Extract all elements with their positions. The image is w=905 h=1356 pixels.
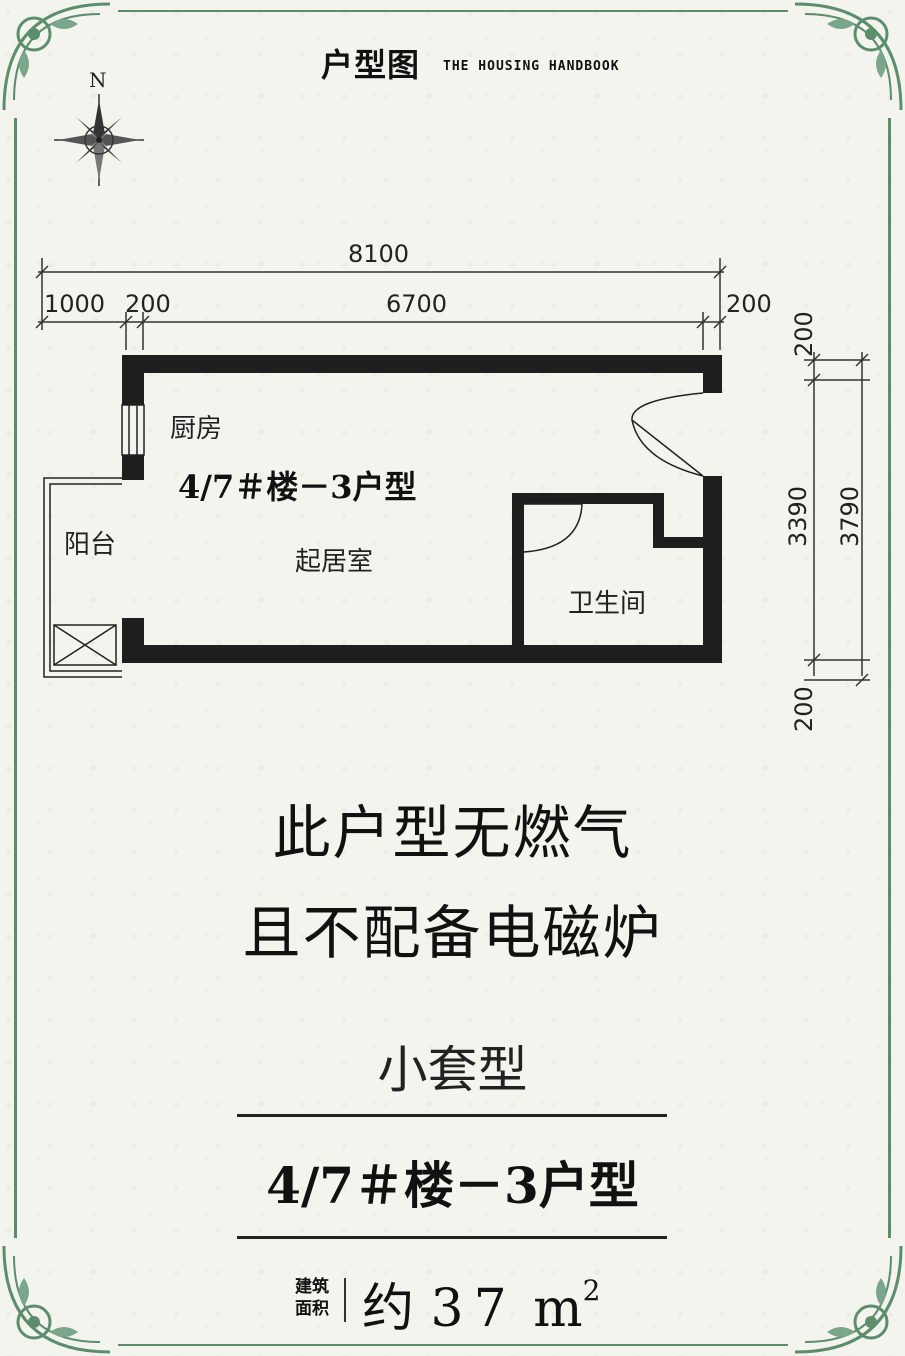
corner-ornament-top-right: [794, 2, 903, 111]
room-label-kitchen: 厨房: [170, 414, 222, 444]
dim-wall-bottom: 200: [790, 686, 818, 732]
vertical-dimensions: [804, 352, 870, 687]
corner-ornament-bottom-left: [2, 1245, 111, 1354]
divider-top: [237, 1114, 667, 1117]
unit-type-label: 小套型: [377, 1041, 528, 1099]
frame-right-line: [888, 118, 891, 1238]
dim-wall-top: 200: [790, 311, 818, 357]
divider-bottom: [237, 1236, 667, 1239]
room-label-living-room: 起居室: [295, 547, 373, 577]
balcony-outline: [43, 477, 122, 678]
area-prefix: 约: [362, 1279, 415, 1339]
room-label-balcony: 阳台: [64, 530, 116, 560]
area-caption-line-1: 建筑: [295, 1277, 329, 1297]
floor-plan-drawing: 8100 1000 200 6700 200 200 3390 3790 200: [35, 240, 870, 732]
corner-ornament-top-left: [2, 2, 111, 111]
dim-left-segment: 1000: [44, 290, 105, 318]
entrance-door: [631, 392, 704, 477]
dim-inner-width: 6700: [386, 290, 447, 318]
notice-line-1: 此户型无燃气: [272, 799, 633, 867]
dim-total-width: 8100: [348, 240, 409, 268]
horizontal-dimensions: [35, 258, 727, 350]
frame-bottom-line: [118, 1344, 788, 1346]
dim-total-depth: 3790: [836, 486, 864, 547]
north-label: N: [89, 68, 107, 92]
frame-left-line: [14, 118, 17, 1238]
kitchen-window: [121, 404, 145, 456]
page-subtitle: THE HOUSING HANDBOOK: [443, 59, 620, 74]
corner-ornament-bottom-right: [794, 1245, 903, 1354]
dim-inner-depth: 3390: [784, 486, 812, 547]
area-caption: 建筑 面积: [290, 1276, 334, 1320]
unit-building-label: 4/7＃楼－3户型: [266, 1156, 639, 1215]
dim-wall-right: 200: [726, 290, 772, 318]
area-unit: m: [533, 1279, 583, 1339]
walls: [122, 355, 722, 663]
area-number: 37: [430, 1279, 517, 1339]
frame-top-line: [118, 10, 788, 12]
compass-rose-icon: [54, 94, 144, 186]
area-exponent: 2: [582, 1273, 601, 1307]
dim-wall-left: 200: [125, 290, 171, 318]
room-label-bathroom: 卫生间: [568, 589, 646, 619]
page-title: 户型图: [321, 46, 421, 84]
area-separator: [344, 1278, 346, 1322]
area-caption-line-2: 面积: [295, 1299, 329, 1319]
plan-unit-label: 4/7＃楼－3户型: [178, 468, 417, 506]
notice-line-2: 且不配备电磁炉: [242, 899, 663, 967]
area-value: 约 37 m2: [362, 1266, 600, 1341]
bathroom-door: [523, 503, 583, 553]
